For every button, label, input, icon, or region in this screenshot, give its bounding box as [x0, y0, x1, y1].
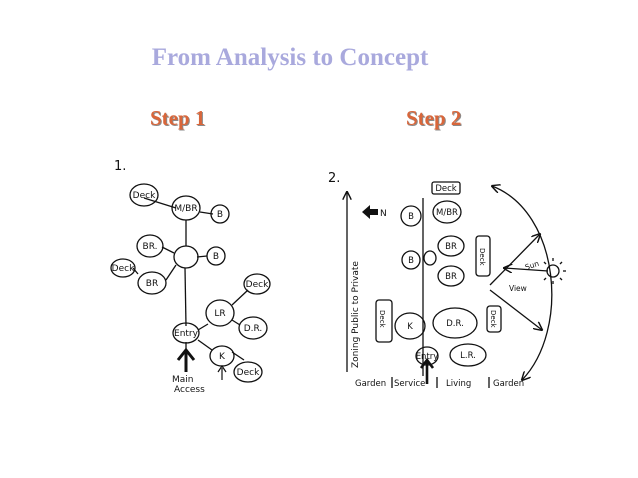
bubble-living-room [205, 299, 235, 327]
bubble-master-bedroom [171, 195, 201, 221]
label-kitchen: K [407, 322, 413, 332]
label-deck-left: Deck [378, 310, 386, 329]
label-bath-top: B [217, 210, 223, 220]
diagram-1-number: 1. [114, 159, 126, 174]
diagram-2-vertical-labels: Deck Deck Deck [378, 248, 497, 329]
bubble-bedroom-lower [437, 265, 465, 287]
bubble-deck-left [375, 299, 393, 343]
bubble-bath-top [210, 204, 230, 224]
bubble-entry [172, 322, 200, 344]
bubble-bedroom-upper [437, 235, 465, 257]
zone-label-garden-right: Garden [493, 379, 524, 389]
bubble-dining-room [238, 316, 268, 340]
label-bath-mid: B [408, 256, 414, 266]
bubble-bath-right [206, 246, 226, 266]
bubble-bedroom-upper [136, 234, 164, 258]
bubble-hall [173, 245, 199, 269]
label-living-room: L.R. [460, 351, 476, 361]
label-deck-top: Deck [435, 184, 456, 194]
main-access-label: Main Access [172, 375, 205, 395]
sun-ray [504, 268, 549, 271]
bubble-deck-bottom [233, 361, 263, 383]
diagram-2-labels: Deck B M/BR B BR BR K D.R. Entry L.R. [407, 184, 476, 362]
bubble-bedroom-lower [137, 271, 167, 295]
diagram-2-number: 2. [328, 171, 340, 186]
bubble-deck-right [243, 273, 271, 295]
zone-label-living: Living [446, 379, 471, 389]
entry-arrow [419, 357, 435, 384]
label-deck-top: Deck [133, 191, 156, 201]
label-master-bedroom: M/BR [436, 208, 458, 218]
north-label: N [380, 209, 387, 219]
label-dining-room: D.R. [244, 324, 263, 334]
step-2-label: Step 2 [406, 106, 462, 130]
label-living-room: LR [214, 309, 225, 319]
bubble-bath-mid [401, 250, 421, 270]
bubble-deck-top [129, 183, 159, 207]
view-label: View [509, 284, 527, 293]
label-entry: Entry [174, 329, 199, 339]
bubble-diagram-2: 2. Zoning Public to Private N [328, 171, 566, 389]
label-entry: Entry [416, 352, 439, 362]
diagram-2-bubbles [375, 181, 502, 367]
bubble-bath-top [400, 205, 422, 227]
zoning-label: Zoning Public to Private [351, 261, 361, 368]
label-bath-right: B [213, 252, 219, 262]
bubble-dining-room [432, 307, 478, 339]
view-arrow-up [489, 234, 540, 286]
diagram-1-bubbles [110, 183, 271, 383]
label-bath-top: B [408, 212, 414, 222]
bubble-hall [423, 250, 437, 266]
label-dining-room: D.R. [446, 319, 464, 329]
label-deck-bottom: Deck [237, 368, 260, 378]
step-1-label: Step 1 [150, 106, 206, 130]
diagram-1-labels: Deck M/BR B BR. B Deck BR Deck LR Entry … [112, 191, 269, 378]
sun-path-arc [492, 186, 553, 380]
bottom-zone-dividers [391, 377, 490, 388]
sun-icon [543, 258, 566, 284]
bottom-zone-labels: Garden Service Living Garden [355, 379, 524, 389]
bubble-deck-left [110, 258, 136, 278]
label-deck-left: Deck [112, 264, 135, 274]
sun-label: Sun [524, 259, 541, 272]
label-kitchen: K [219, 352, 226, 362]
north-arrow-icon [362, 205, 378, 219]
label-deck-right: Deck [246, 280, 269, 290]
label-master-bedroom: M/BR [174, 204, 197, 214]
label-bedroom-lower: BR [445, 272, 457, 282]
bubble-living-room [449, 343, 487, 367]
bubble-deck-top [431, 181, 461, 195]
zone-label-service: Service [394, 379, 425, 389]
label-deck-right-mid: Deck [489, 310, 497, 329]
label-bedroom-upper: BR [445, 242, 457, 252]
label-bedroom-upper: BR. [143, 242, 158, 252]
bubble-master-bedroom [432, 200, 462, 224]
svg-text:Access: Access [174, 385, 205, 395]
bubble-diagram-1: 1. [110, 159, 271, 395]
label-bedroom-lower: BR [146, 279, 158, 289]
main-access-arrow [176, 347, 227, 380]
label-deck-right-top: Deck [478, 248, 486, 267]
zone-label-garden-left: Garden [355, 379, 386, 389]
svg-text:Main: Main [172, 375, 194, 385]
bubble-kitchen [394, 312, 426, 340]
view-arrow-down [489, 289, 542, 330]
slide-title: From Analysis to Concept [151, 44, 429, 71]
